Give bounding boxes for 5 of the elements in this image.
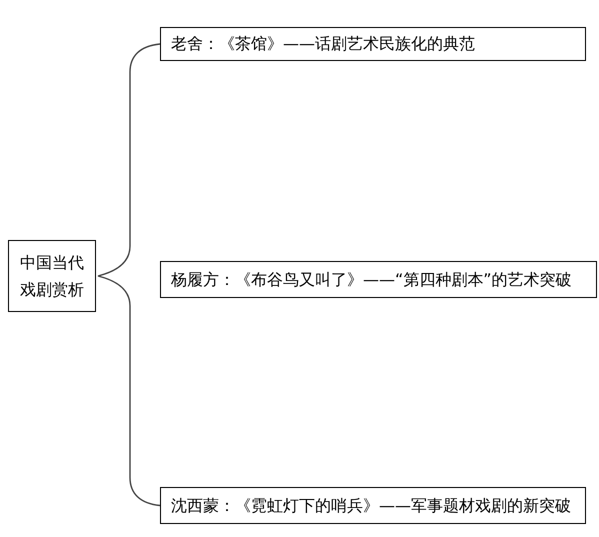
text-box: 老舍：《茶馆》——话剧艺术民族化的典范 <box>160 27 586 61</box>
curly-brace <box>97 43 160 506</box>
text-box: 杨履方：《布谷鸟又叫了》——“第四种剧本”的艺术突破 <box>160 261 597 298</box>
text-box: 沈西蒙：《霓虹灯下的哨兵》——军事题材戏剧的新突破 <box>160 487 586 524</box>
text-box: 中国当代戏剧赏析 <box>8 240 96 312</box>
